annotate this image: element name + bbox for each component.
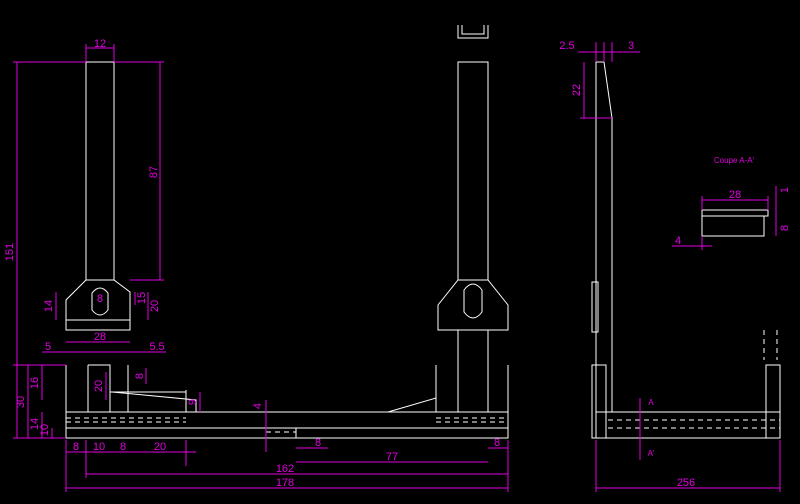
dim-base-10: 10 <box>93 441 105 453</box>
top-channel <box>457 25 489 39</box>
dim-overall-height: 151 <box>4 243 16 261</box>
section-mark-a-prime: A' <box>648 449 655 458</box>
dim-sec-1: 1 <box>779 187 791 193</box>
dim-bracket-15: 15 <box>136 292 148 304</box>
section-mark-a: A <box>648 398 654 407</box>
dim-foot-16: 16 <box>29 377 41 389</box>
dim-sec-8: 8 <box>779 225 791 231</box>
dim-slot-width: 8 <box>97 293 103 305</box>
left-gusset <box>111 391 197 412</box>
dim-base-8a: 8 <box>73 441 79 453</box>
dim-foot-20: 20 <box>93 380 105 392</box>
dim-bracket-20: 20 <box>149 300 161 312</box>
side-bracket-plate <box>591 281 599 333</box>
section-view-geometry <box>701 209 769 237</box>
side-base-beam <box>595 411 781 439</box>
dim-side-2-5: 2.5 <box>559 40 574 52</box>
dim-foot-14: 14 <box>29 418 41 430</box>
dim-offset-right: 5.5 <box>149 341 164 353</box>
dim-column-height: 87 <box>148 166 160 178</box>
side-column-profile <box>596 61 613 412</box>
right-gusset <box>387 397 437 413</box>
dim-foot-10: 10 <box>39 424 51 436</box>
dim-sec-28: 28 <box>729 189 741 201</box>
dim-sec-4: 4 <box>675 235 681 247</box>
left-bracket-slot <box>91 287 109 316</box>
dim-base-20: 20 <box>154 441 166 453</box>
dim-bracket-height: 14 <box>43 300 55 312</box>
dim-base-8d: 8 <box>494 437 500 449</box>
dim-foot-30: 30 <box>15 396 27 408</box>
dim-77: 77 <box>386 451 398 463</box>
front-view-geometry <box>65 25 509 439</box>
dim-base-4: 4 <box>252 403 264 409</box>
dim-column-width: 12 <box>94 38 106 50</box>
dim-162: 162 <box>276 463 294 475</box>
dimension-lines <box>13 42 781 492</box>
right-bracket <box>437 279 509 331</box>
dim-side-256: 256 <box>677 477 695 489</box>
right-bracket-slot <box>463 283 483 319</box>
dim-side-3: 3 <box>628 40 634 52</box>
dim-base-8b: 8 <box>120 441 126 453</box>
dim-gusset-9: 9 <box>187 399 199 405</box>
dimension-text: 12 87 151 8 14 15 20 28 5 5.5 16 20 8 30… <box>4 38 791 489</box>
dim-side-22: 22 <box>571 84 583 96</box>
section-top-flange <box>701 209 769 217</box>
dim-bracket-width: 28 <box>94 331 106 343</box>
section-body <box>701 216 765 237</box>
section-title: Coupe A-A' <box>714 156 755 165</box>
dim-base-8c: 8 <box>315 437 321 449</box>
dim-178: 178 <box>276 477 294 489</box>
hidden-lines <box>66 330 780 433</box>
section-labels: Coupe A-A' A A' <box>648 156 755 458</box>
dim-foot-8: 8 <box>134 373 146 379</box>
dim-offset-left: 5 <box>45 341 51 353</box>
side-view-geometry <box>591 61 781 439</box>
left-bracket-plate <box>65 319 131 331</box>
